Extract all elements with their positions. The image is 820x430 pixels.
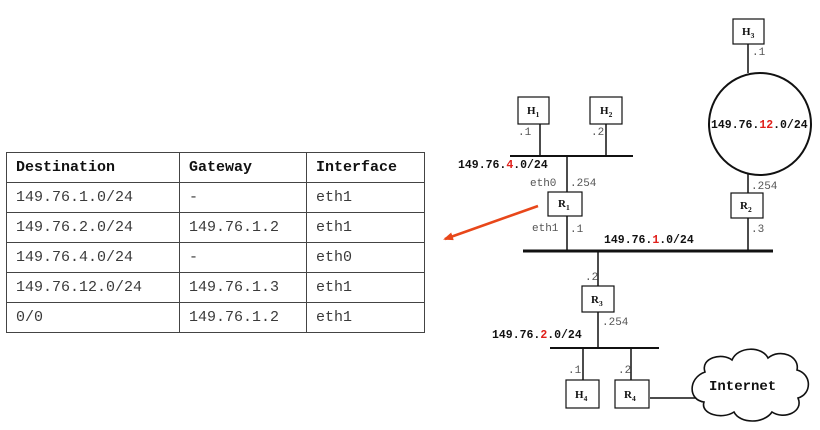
- addr-h1: .1: [518, 127, 532, 139]
- internet-label: Internet: [709, 379, 776, 395]
- cell-interface: eth1: [306, 272, 425, 303]
- cell-gateway: 149.76.1.2: [179, 212, 307, 243]
- cell-interface: eth1: [306, 302, 425, 333]
- pointer-arrow: [443, 204, 539, 241]
- table-header-row: Destination Gateway Interface: [6, 152, 425, 183]
- cell-destination: 149.76.4.0/24: [6, 242, 180, 273]
- column-header-gateway: Gateway: [179, 152, 307, 183]
- routing-table: Destination Gateway Interface 149.76.1.0…: [6, 152, 425, 333]
- svg-text:H3: H3: [742, 26, 755, 40]
- internet-cloud: Internet: [691, 348, 810, 422]
- cell-destination: 149.76.2.0/24: [6, 212, 180, 243]
- svg-text:H4: H4: [575, 389, 588, 403]
- cell-gateway: 149.76.1.3: [179, 272, 307, 303]
- addr-r3-top: .2: [585, 272, 598, 284]
- network-label-net4: 149.76.4.0/24: [458, 159, 548, 172]
- network-label-net1: 149.76.1.0/24: [604, 234, 694, 247]
- svg-text:R1: R1: [558, 198, 570, 212]
- svg-text:R2: R2: [740, 200, 752, 214]
- network-label-net12: 149.76.12.0/24: [711, 119, 808, 132]
- host-h1: H1: [517, 96, 550, 125]
- addr-r4: .2: [618, 365, 631, 377]
- cell-destination: 149.76.1.0/24: [6, 182, 180, 213]
- cell-gateway: 149.76.1.2: [179, 302, 307, 333]
- network-label-net2: 149.76.2.0/24: [492, 329, 582, 342]
- iface-r1-eth0: eth0: [530, 178, 556, 190]
- addr-h4: .1: [568, 365, 582, 377]
- ring-network: [708, 72, 812, 176]
- addr-h2: .2: [591, 127, 604, 139]
- addr-h3: .1: [752, 47, 766, 59]
- addr-r1-bottom: .1: [570, 224, 584, 236]
- addr-r1-top: .254: [570, 178, 597, 190]
- svg-text:R3: R3: [591, 294, 603, 308]
- column-header-destination: Destination: [6, 152, 180, 183]
- router-r4: R4: [614, 379, 650, 409]
- addr-r2-top: .254: [751, 181, 778, 193]
- router-r2: R2: [730, 192, 764, 219]
- host-h4: H4: [565, 379, 600, 409]
- host-h3: H3: [732, 18, 765, 45]
- svg-text:H1: H1: [527, 105, 540, 119]
- table-row: 149.76.1.0/24 - eth1: [6, 182, 425, 213]
- cell-interface: eth1: [306, 182, 425, 213]
- addr-r2-bottom: .3: [751, 224, 764, 236]
- addr-r3-bottom: .254: [602, 317, 629, 329]
- router-r3: R3: [581, 285, 615, 313]
- router-r1: R1: [547, 191, 583, 217]
- cell-destination: 0/0: [6, 302, 180, 333]
- svg-text:H2: H2: [600, 105, 613, 119]
- table-row: 0/0 149.76.1.2 eth1: [6, 302, 425, 333]
- iface-r1-eth1: eth1: [532, 223, 559, 235]
- table-row: 149.76.2.0/24 149.76.1.2 eth1: [6, 212, 425, 243]
- svg-text:R4: R4: [624, 389, 636, 403]
- host-h2: H2: [589, 96, 623, 125]
- table-row: 149.76.4.0/24 - eth0: [6, 242, 425, 273]
